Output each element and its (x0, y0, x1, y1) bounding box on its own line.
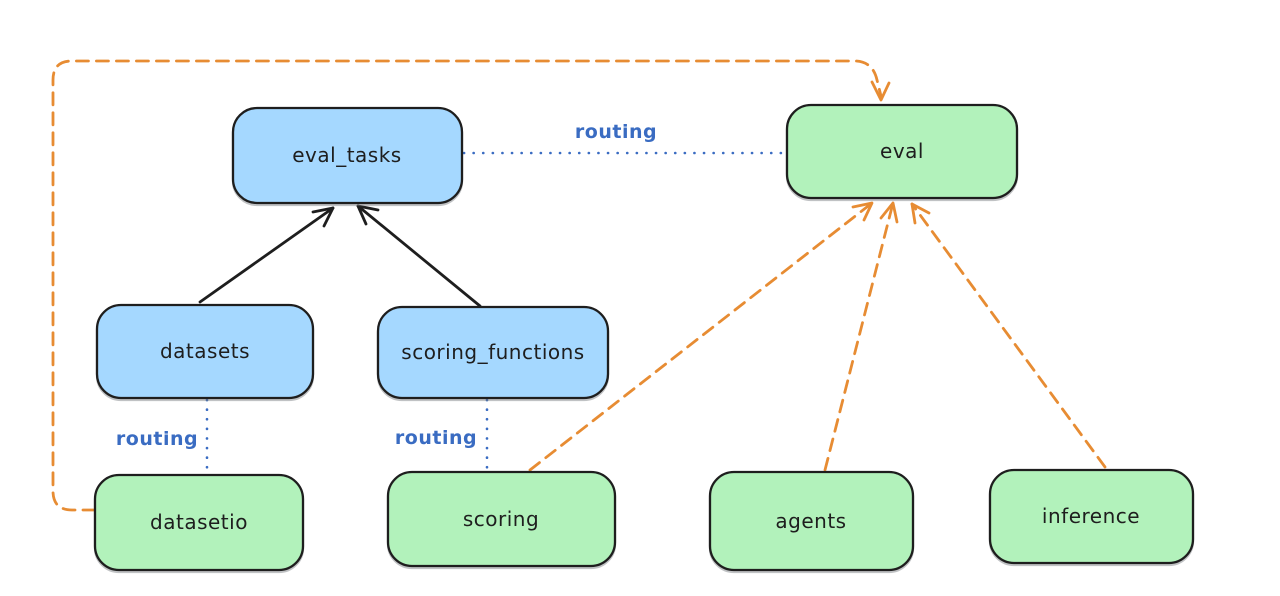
edge-agents-to-eval-arrowhead (879, 201, 899, 224)
node-scoring-functions-label: scoring_functions (401, 340, 584, 364)
edge-datasets-to-eval-tasks-arrowhead (311, 206, 335, 228)
node-scoring-functions-box (376, 305, 610, 400)
node-datasets-box (95, 303, 315, 400)
node-datasetio: datasetio (93, 473, 305, 572)
edge-agents-to-eval-dashed-line (823, 201, 895, 472)
node-eval-label: eval (880, 139, 924, 163)
node-agents-box (708, 470, 915, 572)
edge-scoring-to-eval-dashed-line (528, 201, 874, 472)
node-scoring-label: scoring (463, 507, 539, 531)
routing-label-datasets-datasetio: routing (116, 428, 198, 450)
node-inference-box (988, 468, 1195, 565)
node-datasetio-label: datasetio (150, 510, 248, 534)
node-scoring-functions: scoring_functions (376, 305, 610, 400)
edge-inference-to-eval-arrowhead (910, 202, 931, 225)
edge-datasetio-to-eval-arrowhead (870, 80, 891, 102)
node-eval-box (785, 103, 1019, 200)
node-eval-tasks: eval_tasks (231, 106, 464, 205)
edge-scoring-functions-to-eval-tasks-arrowhead (356, 204, 380, 226)
node-datasets: datasets (95, 303, 315, 400)
edge-scoring-functions-to-eval-tasks-line (356, 204, 482, 308)
edge-inference-to-eval-dashed-line (910, 202, 1107, 469)
routing-label-eval-tasks-eval: routing (575, 121, 657, 143)
edge-scoring-to-eval-arrowhead (851, 201, 874, 222)
node-eval: eval (785, 103, 1019, 200)
node-scoring: scoring (386, 470, 617, 568)
node-agents-label: agents (775, 509, 846, 533)
node-eval-tasks-label: eval_tasks (292, 143, 401, 167)
node-agents: agents (708, 470, 915, 572)
edge-datasetio-to-eval-dashed-line (51, 59, 883, 512)
node-datasets-label: datasets (160, 339, 250, 363)
node-datasetio-box (93, 473, 305, 572)
routing-label-scoring-functions-scoring: routing (395, 427, 477, 449)
node-eval-tasks-box (231, 106, 464, 205)
edge-datasets-to-eval-tasks-line (198, 206, 335, 304)
node-inference: inference (988, 468, 1195, 565)
node-scoring-box (386, 470, 617, 568)
node-inference-label: inference (1042, 504, 1140, 528)
